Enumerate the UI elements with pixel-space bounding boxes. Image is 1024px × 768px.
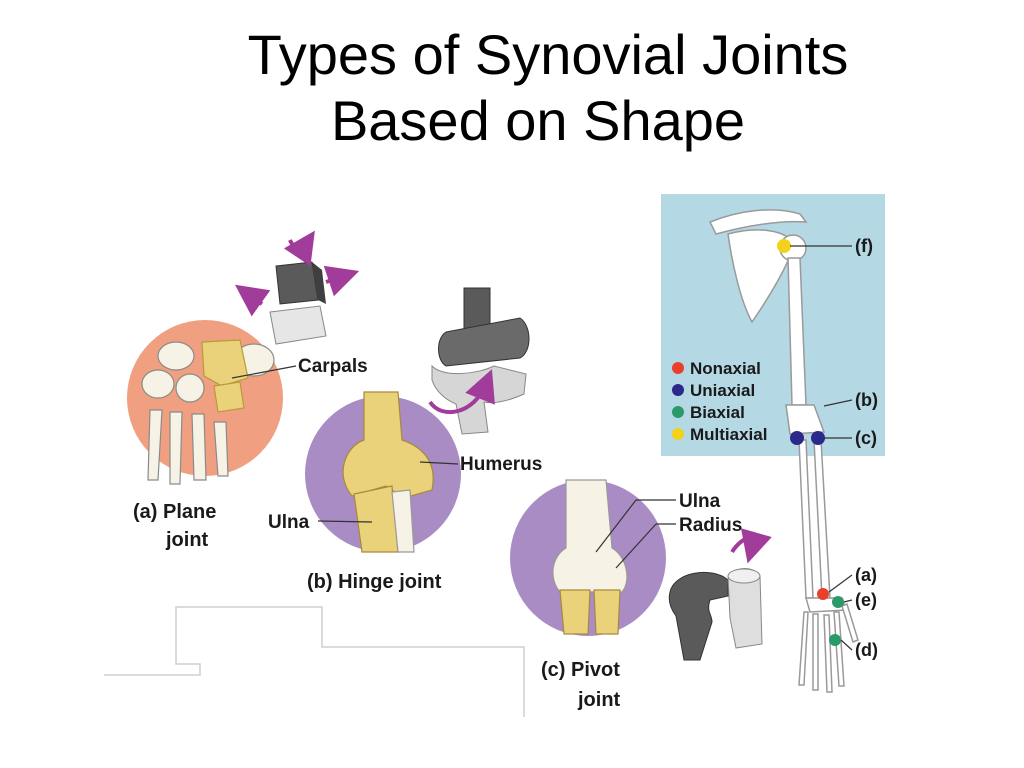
pivot-ulna-label: Ulna — [679, 491, 721, 512]
pivot-joint-model — [668, 568, 763, 661]
plane-joint-model — [269, 261, 327, 345]
hinge-joint-panel: Humerus Ulna (b) Hinge joint — [268, 287, 542, 593]
legend-swatch-biaxial — [672, 406, 684, 418]
legend-swatch-nonaxial — [672, 362, 684, 374]
marker-biaxial-knuckle — [829, 634, 841, 646]
marker-multiaxial-shoulder — [777, 239, 791, 253]
hinge-motion-arrow — [428, 369, 495, 415]
carpals-label: Carpals — [298, 356, 368, 377]
humerus-label: Humerus — [460, 454, 542, 475]
carpal-highlight — [201, 339, 249, 413]
marker-uniaxial-radioulnar — [811, 431, 825, 445]
marker-uniaxial-elbow — [790, 431, 804, 445]
legend-label-uniaxial: Uniaxial — [690, 381, 755, 400]
radius-label: Radius — [679, 515, 742, 536]
hinge-ulna-label: Ulna — [268, 512, 310, 533]
pivot-motion-arrow — [730, 528, 772, 564]
callout-f: (f) — [855, 236, 873, 256]
carpal-bones-illustration — [141, 341, 275, 485]
elbow-bones-illustration — [342, 391, 434, 553]
plane-caption-line-2: joint — [165, 529, 209, 551]
humerus-leader-line — [419, 461, 459, 465]
callout-d: (d) — [855, 640, 878, 660]
callout-c: (c) — [855, 428, 877, 448]
decorative-outline — [104, 606, 525, 717]
arm-skeleton — [708, 209, 859, 693]
plane-joint-panel: Carpals (a) Plane joint — [127, 230, 368, 551]
callout-e: (e) — [855, 590, 877, 610]
callout-b: (b) — [855, 390, 878, 410]
legend-label-nonaxial: Nonaxial — [690, 359, 761, 378]
legend-label-multiaxial: Multiaxial — [690, 425, 767, 444]
pivot-caption-line-2: joint — [577, 689, 621, 711]
legend-swatch-uniaxial — [672, 384, 684, 396]
slide-title: Types of Synovial Joints Based on Shape — [0, 22, 1024, 154]
skeleton-panel: Nonaxial Uniaxial Biaxial Multiaxial (f)… — [661, 194, 885, 693]
hinge-ulna-leader-line — [317, 520, 373, 523]
pivot-ulna-leader-line — [595, 499, 637, 553]
callout-lines — [790, 245, 853, 651]
hinge-caption: (b) Hinge joint — [307, 571, 442, 593]
forearm-bones-illustration — [552, 479, 628, 635]
title-line-2: Based on Shape — [330, 89, 746, 152]
title-line-1: Types of Synovial Joints — [247, 23, 849, 86]
plane-motion-arrows — [234, 230, 360, 317]
legend-swatch-multiaxial — [672, 428, 684, 440]
legend-label-biaxial: Biaxial — [690, 403, 745, 422]
marker-biaxial-wrist — [832, 596, 844, 608]
pivot-caption-line-1: (c) Pivot — [541, 659, 620, 681]
plane-caption-line-1: (a) Plane — [133, 501, 216, 523]
carpals-leader-line — [231, 365, 297, 379]
legend: Nonaxial Uniaxial Biaxial Multiaxial — [672, 359, 767, 444]
pivot-joint-panel: Ulna Radius (c) Pivot joint — [510, 479, 772, 711]
marker-nonaxial-wrist — [817, 588, 829, 600]
radius-leader-line — [615, 523, 657, 569]
callout-a: (a) — [855, 565, 877, 585]
